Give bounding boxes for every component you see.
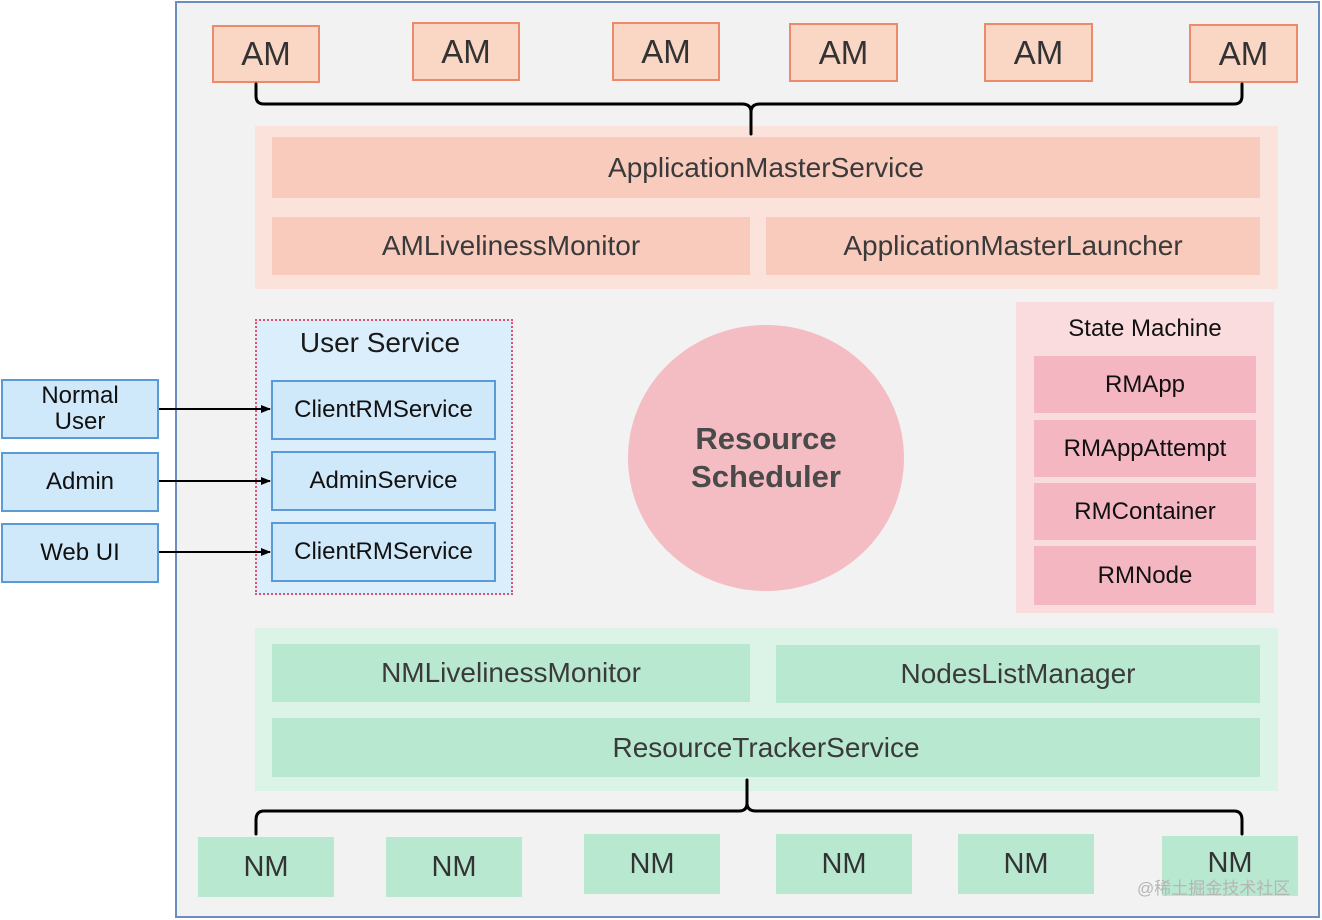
application-master-box: AM: [412, 22, 520, 81]
node-manager-box: NM: [386, 837, 522, 897]
application-master-service-box: ApplicationMasterService: [272, 137, 1260, 198]
application-master-box: AM: [984, 23, 1093, 82]
user-service-title: User Service: [299, 327, 461, 358]
admin-service-box: AdminService: [271, 451, 496, 511]
client-rm-service-box: ClientRMService: [271, 380, 496, 440]
web-ui-box: Web UI: [1, 523, 159, 583]
am-liveliness-monitor-box: AMLivelinessMonitor: [272, 217, 750, 275]
normal-user-box: Normal User: [1, 379, 159, 439]
resource-scheduler-circle: Resource Scheduler: [628, 325, 904, 591]
state-machine-title: State Machine: [1068, 315, 1222, 342]
am-brace: [254, 82, 1244, 136]
application-master-box: AM: [789, 23, 898, 82]
nodes-list-manager-box: NodesListManager: [776, 645, 1260, 703]
application-master-launcher-box: ApplicationMasterLauncher: [766, 217, 1260, 275]
rmapp-box: RMApp: [1034, 356, 1256, 413]
node-manager-box: NM: [1162, 836, 1298, 896]
rmapp-attempt-box: RMAppAttempt: [1034, 420, 1256, 477]
node-manager-box: NM: [198, 837, 334, 897]
resource-tracker-service-box: ResourceTrackerService: [272, 718, 1260, 777]
node-manager-box: NM: [776, 834, 912, 894]
rmnode-box: RMNode: [1034, 546, 1256, 605]
node-manager-box: NM: [584, 834, 720, 894]
application-master-box: AM: [212, 25, 320, 83]
application-master-box: AM: [612, 22, 720, 81]
client-rm-service-box: ClientRMService: [271, 522, 496, 582]
rmcontainer-box: RMContainer: [1034, 483, 1256, 540]
nm-brace: [254, 778, 1244, 836]
node-manager-box: NM: [958, 834, 1094, 894]
application-master-box: AM: [1189, 24, 1298, 83]
admin-box: Admin: [1, 452, 159, 512]
watermark-text: @稀土掘金技术社区: [1137, 879, 1291, 898]
nm-liveliness-monitor-box: NMLivelinessMonitor: [272, 644, 750, 702]
